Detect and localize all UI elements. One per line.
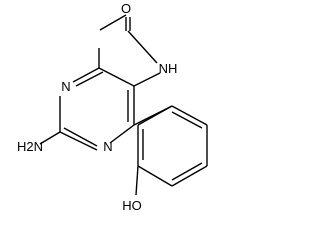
phenol-bond-3-inner [171, 162, 203, 181]
acetyl-methyl-bond [99, 14, 127, 31]
phenol-bond-1-inner [171, 111, 203, 129]
molecule-structure-diagram: O NH N N H2N HO [17, 1, 208, 213]
bond-lines [39, 14, 208, 196]
ring-bond-c6-n1-inner [75, 71, 104, 87]
atom-label-acetyl-oxygen: O [121, 1, 131, 16]
ring-bond-n3-c4 [109, 124, 135, 144]
ring-bond-c2-n3-inner [63, 127, 98, 147]
atom-label-amino: H2N [17, 139, 43, 154]
phenol-bond-4 [137, 165, 173, 187]
atom-label-amide-nh: NH [159, 61, 178, 76]
atom-label-hydroxyl: HO [122, 198, 142, 213]
atom-label-ring-n-upper: N [61, 79, 70, 94]
ring-bond-c2-n3 [59, 131, 98, 151]
atom-label-ring-n-lower: N [103, 139, 112, 154]
ring-bond-c6-n1 [72, 67, 100, 83]
amino-bond [39, 131, 61, 145]
amide-n-ring-bond [133, 72, 161, 87]
hydroxyl-bond [135, 165, 139, 196]
ring-bond-c5-c6 [98, 67, 135, 87]
amide-carbonyl-n-bond [127, 30, 158, 64]
phenol-bond-6 [137, 105, 173, 126]
phenol-bond-3 [171, 165, 208, 187]
atom-labels: O NH N N H2N HO [17, 1, 177, 213]
phenol-bond-1 [171, 105, 208, 126]
